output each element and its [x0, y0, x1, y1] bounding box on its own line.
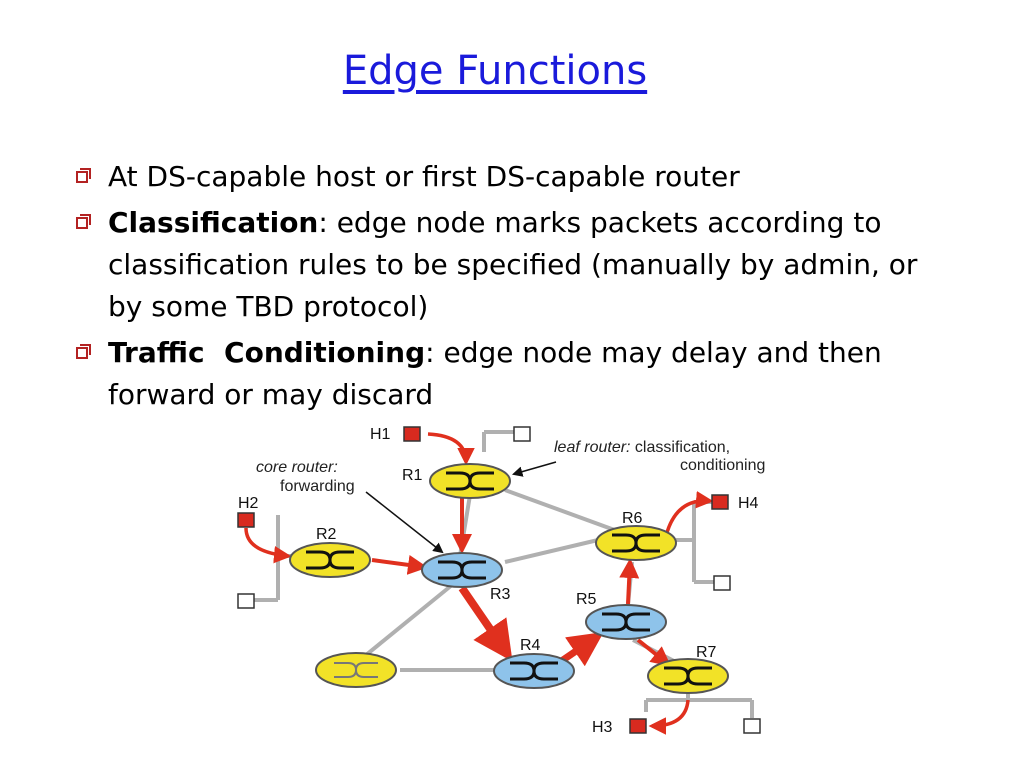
link-r1-r6 — [504, 488, 621, 534]
router-label-r4: R4 — [520, 637, 541, 654]
bullet-text: : edge node marks packets according to c… — [108, 206, 918, 323]
core-annotation-pointer — [365, 491, 444, 554]
router-label-r1: R1 — [402, 467, 423, 484]
host-unmarked — [513, 426, 531, 442]
bullet-text: : edge node may delay and then forward o… — [108, 336, 882, 411]
leaf-router-annotation: leaf router: classification, — [554, 439, 730, 456]
flow-r5-r6 — [619, 558, 640, 605]
host-h1 — [403, 426, 421, 442]
leaf-annotation-pointer — [511, 461, 557, 477]
bullet-text: At DS-capable host or first DS-capable r… — [108, 160, 740, 193]
host-label-h2: H2 — [238, 495, 259, 512]
router-r1 — [429, 463, 511, 499]
core-router-annotation: core router: — [256, 459, 338, 476]
bullet-item: At DS-capable host or first DS-capable r… — [72, 156, 952, 198]
host-h2 — [237, 512, 255, 528]
router-r5 — [585, 604, 667, 640]
host-h3 — [629, 718, 647, 734]
router-label-r6: R6 — [622, 510, 643, 527]
host-h4 — [711, 494, 729, 510]
router-label-r5: R5 — [576, 591, 597, 608]
router-r4 — [493, 653, 575, 689]
flow-h2-r2 — [244, 527, 292, 564]
checkbox-bullet-icon — [76, 344, 91, 359]
router-r7 — [647, 658, 729, 694]
router-label-r7: R7 — [696, 644, 717, 661]
link-r3-r6 — [504, 538, 599, 564]
router-label-r3: R3 — [490, 586, 511, 603]
host-label-h4: H4 — [738, 495, 759, 512]
host-unmarked — [743, 718, 761, 734]
host-unmarked — [237, 593, 255, 609]
link-r3-r8 — [353, 583, 454, 666]
router-label-r2: R2 — [316, 526, 337, 543]
router-r2 — [289, 542, 371, 578]
flow-r4-r5 — [558, 632, 604, 667]
leaf-router-annotation-line2: conditioning — [680, 457, 765, 474]
host-label-h1: H1 — [370, 426, 391, 443]
flow-r7-h3 — [648, 699, 690, 735]
host-label-h3: H3 — [592, 719, 613, 736]
bullet-item: Traffic Conditioning: edge node may dela… — [72, 332, 952, 416]
flow-r5-r7 — [636, 638, 672, 667]
flow-r6-h4 — [664, 491, 714, 537]
flow-r3-r4 — [458, 585, 513, 662]
host-unmarked — [713, 575, 731, 591]
leaf-router-desc: classification, — [630, 439, 730, 456]
flow-r2-r3 — [371, 554, 428, 575]
router-r6 — [595, 525, 677, 561]
leaf-router-term: leaf router: — [554, 439, 630, 456]
checkbox-bullet-icon — [76, 214, 91, 229]
bullet-bold-term: Traffic Conditioning — [108, 336, 426, 369]
router-r3 — [421, 552, 503, 588]
router-unlabeled — [315, 652, 397, 688]
checkbox-bullet-icon — [76, 168, 91, 183]
packet-flow-arrows — [244, 432, 714, 735]
bullet-item: Classification: edge node marks packets … — [72, 202, 952, 328]
flow-h1-r1 — [427, 432, 475, 466]
bullet-bold-term: Classification — [108, 206, 319, 239]
slide-title: Edge Functions — [342, 48, 648, 94]
core-router-annotation-line2: forwarding — [280, 478, 355, 495]
bullet-list: At DS-capable host or first DS-capable r… — [72, 156, 952, 420]
